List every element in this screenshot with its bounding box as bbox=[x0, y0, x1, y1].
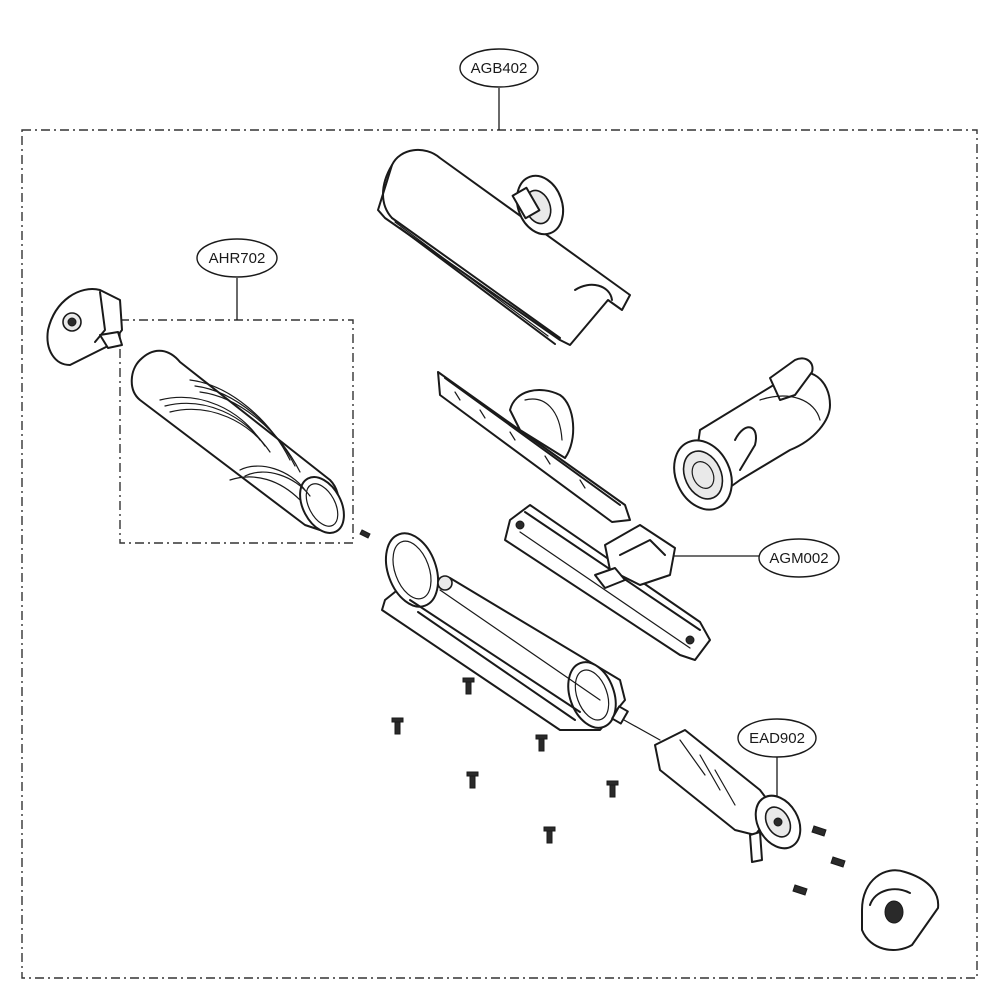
screw bbox=[811, 825, 827, 837]
callout-agb402[interactable]: AGB402 bbox=[459, 48, 539, 130]
callout-ahr702[interactable]: AHR702 bbox=[196, 238, 278, 320]
neck-joint-part bbox=[673, 357, 831, 511]
top-cover-part bbox=[377, 149, 631, 346]
callout-ead902[interactable]: EAD902 bbox=[737, 718, 817, 808]
inner-frame-part bbox=[437, 371, 631, 523]
callout-agm002[interactable]: AGM002 bbox=[660, 538, 840, 578]
callout-agm002-label: AGM002 bbox=[769, 550, 828, 567]
base-frame-part bbox=[381, 532, 626, 731]
screw bbox=[606, 780, 619, 798]
motor-part bbox=[611, 705, 802, 863]
screw bbox=[462, 677, 475, 695]
screw bbox=[792, 884, 808, 896]
screw bbox=[535, 734, 548, 752]
screw bbox=[359, 529, 371, 539]
left-end-cap-part bbox=[46, 288, 123, 366]
screw bbox=[830, 856, 846, 868]
screw bbox=[391, 717, 404, 735]
screw-set bbox=[359, 529, 846, 896]
screw bbox=[543, 826, 556, 844]
right-end-cap-part bbox=[861, 869, 940, 951]
callout-ahr702-label: AHR702 bbox=[209, 250, 266, 267]
callout-ead902-label: EAD902 bbox=[749, 730, 805, 747]
brush-roll-part bbox=[130, 349, 345, 534]
screw bbox=[466, 771, 479, 789]
callout-agb402-label: AGB402 bbox=[471, 60, 528, 77]
agitator-holder-part bbox=[504, 504, 711, 661]
